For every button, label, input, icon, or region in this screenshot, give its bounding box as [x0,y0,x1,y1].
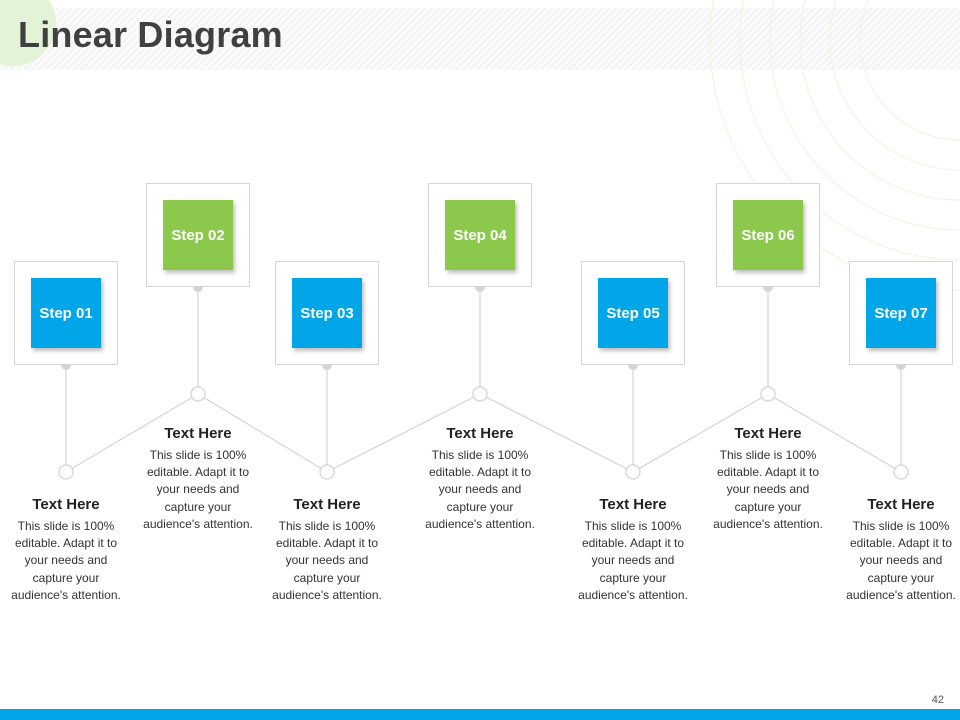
step-heading: Text Here [734,425,802,442]
zigzag-line [326,393,481,473]
zigzag-line [197,393,328,473]
node-circle [58,464,74,480]
zigzag-line [65,393,199,473]
step-description: This slide is 100% editable. Adapt it to… [143,448,253,531]
step-heading: Text Here [164,425,232,442]
node-circle [472,386,488,402]
footer-bar [0,709,960,720]
step-heading: Text Here [867,496,935,513]
zigzag-line [767,393,902,473]
step-box-6: Step 06 [733,200,803,270]
step-box-2: Step 02 [163,200,233,270]
step-box-4: Step 04 [445,200,515,270]
node-circle [760,386,776,402]
page-title: Linear Diagram [18,14,283,55]
step-box-3: Step 03 [292,278,362,348]
step-box-7: Step 07 [866,278,936,348]
node-circle [893,464,909,480]
node-circle [319,464,335,480]
zigzag-line [632,393,769,473]
zigzag-line [479,393,634,473]
step-description: This slide is 100% editable. Adapt it to… [578,519,688,602]
step-description: This slide is 100% editable. Adapt it to… [11,519,121,602]
step-description: This slide is 100% editable. Adapt it to… [846,519,956,602]
step-description: This slide is 100% editable. Adapt it to… [272,519,382,602]
step-heading: Text Here [446,425,514,442]
step-heading: Text Here [32,496,100,513]
step-box-5: Step 05 [598,278,668,348]
step-heading: Text Here [599,496,667,513]
page-number: 42 [931,694,944,706]
step-box-1: Step 01 [31,278,101,348]
step-description: This slide is 100% editable. Adapt it to… [425,448,535,531]
node-circle [190,386,206,402]
step-description: This slide is 100% editable. Adapt it to… [713,448,823,531]
node-circle [625,464,641,480]
step-heading: Text Here [293,496,361,513]
